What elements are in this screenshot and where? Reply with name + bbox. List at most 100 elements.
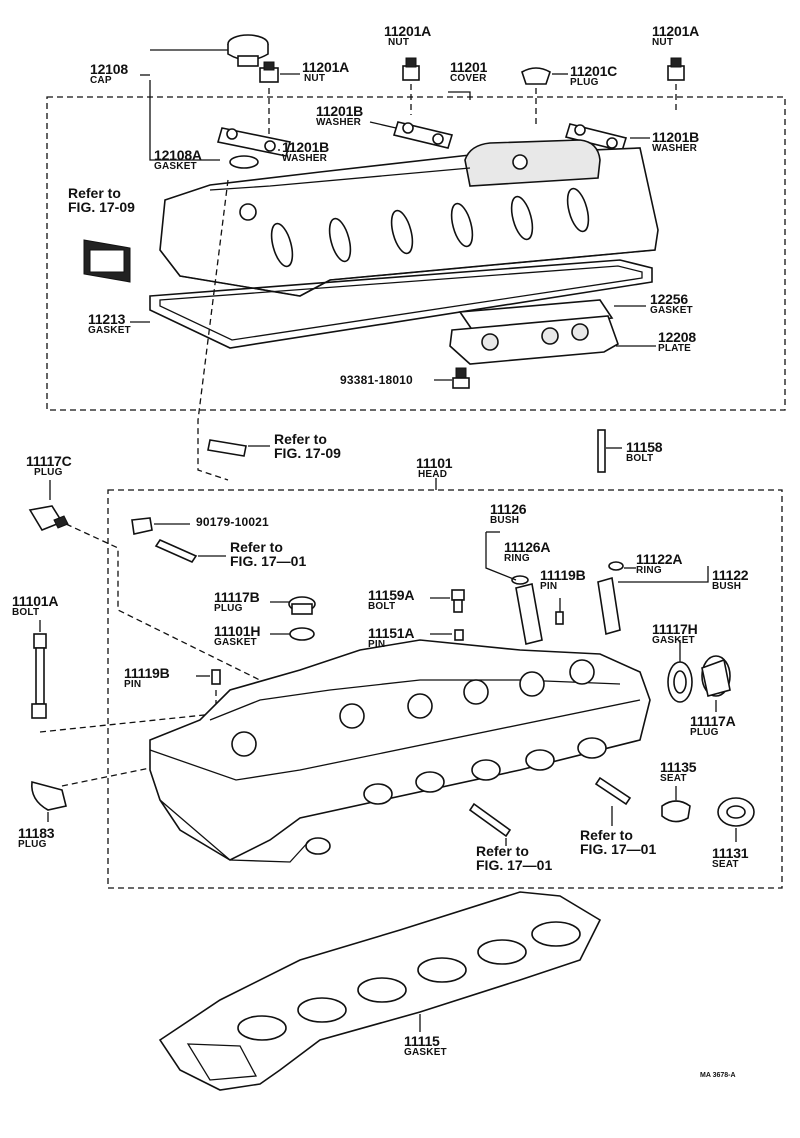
head-gasket-part [158,891,602,1091]
label-11201: 11201 COVER [450,60,487,84]
part-number: 11101A [12,593,59,609]
part-name: PLUG [34,467,63,478]
label-11201b-right: 11201B WASHER [652,130,699,154]
part-number: 11183 [18,825,55,841]
part-name: GASKET [154,161,197,172]
part-name: WASHER [316,117,362,128]
part-name: COVER [450,73,487,84]
nut-part-left [259,61,279,83]
stud-90179-part [131,517,153,535]
nut-part-middle [402,57,420,81]
part-name: SEAT [712,859,739,870]
label-11117b: 11117B PLUG [214,590,260,614]
plug-11201c-part [521,67,551,85]
part-number: 90179-10021 [196,515,269,529]
part-name: RING [636,565,662,576]
part-name: GASKET [650,305,693,316]
bolt-11159a-part [451,589,465,613]
label-11117c: 11117C PLUG [26,454,72,478]
refer-to-text: Refer to [230,539,283,555]
drawing-code: MA 3678-A [700,1072,736,1079]
part-number: 11117B [214,589,260,605]
washer-part-right [564,123,628,152]
label-11122: 11122 BUSH [712,567,749,592]
refer-to-text: Refer to [68,185,121,201]
cap-part [227,34,269,67]
refer-fig-17-01-upper: Refer to FIG. 17—01 [230,540,306,568]
refer-fig-17-09-lower: Refer to FIG. 17-09 [274,432,341,460]
cover-gasket-part [149,259,653,349]
seat-11135-part [661,800,691,823]
part-name: BOLT [12,607,40,618]
refer-fig-17-09-upper: Refer to FIG. 17-09 [68,186,135,214]
bolt-11158-part [597,429,606,473]
part-name: PLUG [214,603,243,614]
label-11101h: 11101H GASKET [214,624,260,648]
part-number: 11126A [504,539,551,555]
part-number: 11158 [626,439,663,455]
part-name: PLATE [658,343,692,354]
label-11201b-middle: 11201B WASHER [316,104,363,128]
label-11119b-upper: 11119B PIN [540,568,586,592]
grommet-part [83,239,131,283]
part-number: 11135 [660,759,697,775]
part-number: 12208 [658,329,696,345]
label-11201a-right: 11201A NUT [652,24,699,48]
part-number: 11101H [214,623,261,639]
label-12108: 12108 CAP [90,62,128,86]
cylinder-head-part [149,639,651,863]
washer-part-middle [392,121,454,149]
cap-gasket-part [229,155,259,169]
part-name: WASHER [282,153,328,164]
figure-reference: FIG. 17—01 [230,553,307,569]
part-number: 11117C [26,453,72,469]
part-number: 11201B [282,139,330,155]
refer-to-text: Refer to [476,843,529,859]
refer-fig-17-01-middle: Refer to FIG. 17—01 [476,844,552,872]
part-number: 11131 [712,845,749,861]
label-90179-10021: 90179-10021 [196,516,269,528]
label-11159a: 11159A BOLT [368,588,414,612]
label-11117h: 11117H GASKET [652,622,698,646]
bolt-11101a-part [31,633,47,719]
cover-group-frame [46,96,786,411]
label-93381-18010: 93381-18010 [340,374,413,386]
stud-upper-part [154,538,198,564]
head-group-frame [107,489,783,889]
part-name: PLUG [570,77,599,88]
part-name: CAP [90,75,112,86]
plate-gasket-part [449,299,619,365]
part-name: NUT [388,37,410,48]
part-name: BUSH [712,581,742,592]
part-number: 11201A [384,23,432,39]
label-11201b-left: 11201B WASHER [282,140,329,164]
label-11122a: 11122A RING [636,552,682,576]
part-name: NUT [304,73,326,84]
part-number: 11117H [652,621,698,637]
part-number: 11122 [712,567,749,583]
part-number: 12256 [650,291,688,307]
pin-11119b-upper-part [555,611,564,625]
bush-11122-part [597,561,624,636]
nut-part-right [667,57,685,81]
valve-cover-part [159,139,659,297]
part-name: PIN [540,581,558,592]
part-name: BUSH [490,515,520,526]
part-name: GASKET [404,1047,447,1058]
part-number: 11151A [368,625,415,641]
label-11135: 11135 SEAT [660,759,697,784]
part-name: PIN [124,679,142,690]
label-11117a: 11117A PLUG [690,714,736,738]
part-number: 11122A [636,551,683,567]
part-name: NUT [652,37,674,48]
grommet-lower-part [207,439,247,457]
part-number: 11213 [88,311,126,327]
refer-to-text: Refer to [274,431,327,447]
bush-11126-part [511,575,543,645]
part-name: HEAD [418,469,448,480]
refer-to-text: Refer to [580,827,633,843]
part-number: 11101 [416,455,453,471]
label-11115: 11115 GASKET [404,1034,447,1058]
label-11151a: 11151A PIN [368,626,414,650]
